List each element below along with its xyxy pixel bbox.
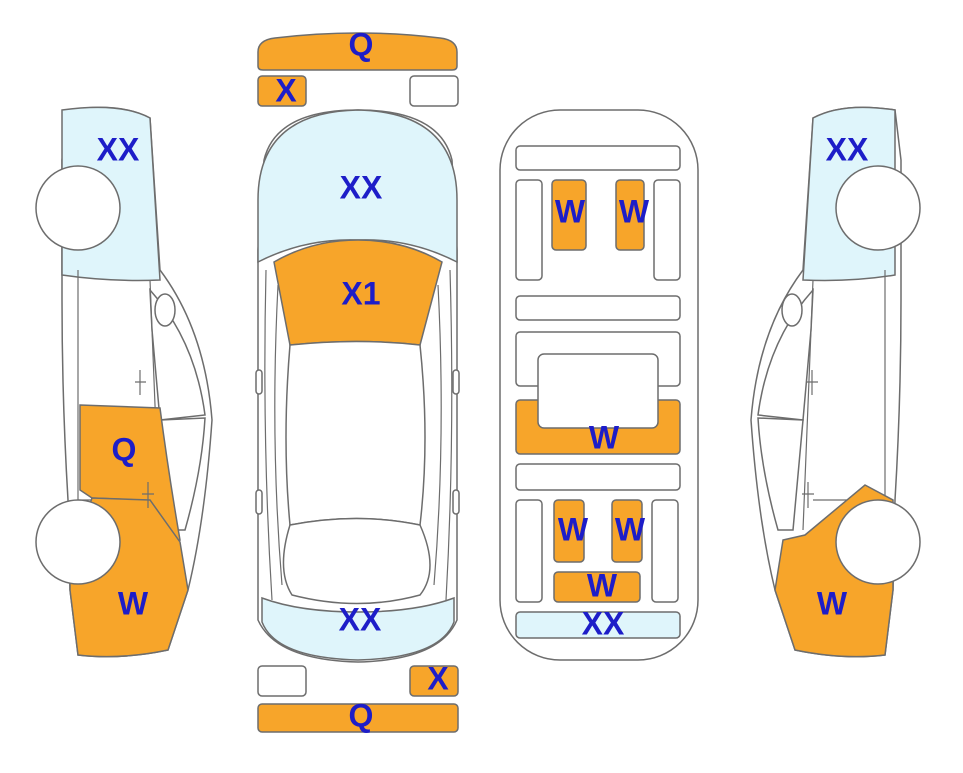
interior-seat-fl-label: W (555, 193, 586, 229)
top-rear-glass-label: XX (339, 601, 382, 637)
interior-seat-rl-label: W (558, 511, 589, 547)
interior-front-left-panel (515, 179, 543, 281)
interior-seat-fl[interactable] (551, 179, 587, 251)
left-front-glass-label: XX (97, 131, 140, 167)
left-door-label: Q (112, 431, 137, 467)
top-view-car: XX X1 XX (255, 109, 460, 663)
rear-bumper-group: X Q (257, 660, 459, 733)
top-right-mirror-front (452, 369, 460, 395)
interior-trunk-label: XX (582, 605, 625, 641)
front-bumper-label: Q (349, 26, 374, 62)
right-handle-2 (802, 482, 814, 508)
interior-bar-1 (515, 295, 681, 321)
right-rear-wheel (835, 499, 921, 585)
interior-view: W W W W W W XX (499, 109, 699, 661)
front-bumper-group: Q X (257, 26, 459, 108)
top-rear-glass[interactable] (261, 596, 455, 661)
interior-dash (515, 145, 681, 171)
left-mirror (154, 293, 176, 327)
interior-seat-rc[interactable] (553, 571, 641, 603)
interior-seat-rc-label: W (587, 567, 618, 603)
rear-right-corner-label: X (427, 660, 449, 696)
right-front-glass-label: XX (826, 131, 869, 167)
interior-seat-rr-label: W (615, 511, 646, 547)
right-window-2 (757, 417, 804, 531)
interior-seat-fr[interactable] (615, 179, 645, 251)
interior-seat-rl[interactable] (553, 499, 585, 563)
interior-rear-left-panel (515, 499, 543, 603)
right-rear-label: W (817, 585, 848, 621)
front-bumper[interactable] (257, 32, 458, 71)
left-side-view: XX Q W (35, 106, 213, 658)
top-left-handle (255, 489, 263, 515)
left-rear-wheel (35, 499, 121, 585)
left-handle-1 (135, 370, 146, 395)
rear-bumper[interactable] (257, 703, 459, 733)
top-hood-label: X1 (341, 275, 380, 311)
interior-trunk[interactable] (515, 611, 681, 639)
top-right-handle (452, 489, 460, 515)
top-windshield-label: XX (340, 169, 383, 205)
rear-bumper-label: Q (349, 697, 374, 733)
front-left-corner[interactable] (257, 75, 307, 107)
front-right-corner[interactable] (409, 75, 459, 107)
rear-left-corner[interactable] (257, 665, 307, 697)
right-front-wheel (835, 165, 921, 251)
interior-rear-right-panel (651, 499, 679, 603)
top-right-doors (433, 269, 453, 601)
interior-seat-fr-label: W (619, 193, 650, 229)
top-left-mirror-front (255, 369, 263, 395)
interior-bar-2 (515, 463, 681, 491)
left-front-wheel (35, 165, 121, 251)
front-left-corner-label: X (275, 72, 297, 108)
interior-seat-rr[interactable] (611, 499, 643, 563)
interior-front-right-panel (653, 179, 681, 281)
rear-right-corner[interactable] (409, 665, 459, 697)
right-side-view: XX W (750, 106, 921, 658)
left-handle-2 (142, 482, 154, 508)
interior-console-label: W (589, 419, 620, 455)
top-left-doors (264, 269, 283, 601)
right-handle-1 (806, 370, 818, 395)
left-rear-label: W (118, 585, 149, 621)
top-windshield[interactable] (257, 109, 458, 264)
top-roof (285, 340, 426, 526)
right-mirror (781, 293, 803, 327)
top-trunk (282, 517, 431, 605)
interior-screen (537, 353, 659, 429)
